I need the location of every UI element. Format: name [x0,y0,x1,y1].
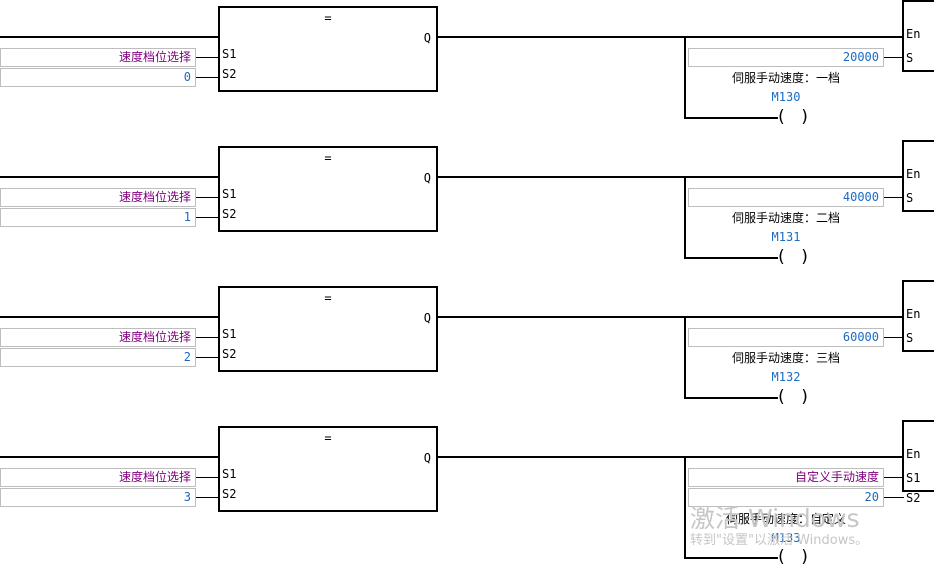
compare-pin-s1-label: S1 [222,467,237,481]
compare-s2-operand[interactable]: 2 [0,348,196,367]
rung-output-wire [438,36,902,38]
rung-output-wire [438,316,902,318]
power-rail-wire [0,176,218,178]
ladder-rung[interactable]: 速度档位选择 0 = Q S1 S2 20000 En S 伺服手动速度：一档 … [0,0,934,140]
move-source-value[interactable]: 40000 [688,188,884,207]
output-coil[interactable]: ( ) [776,246,810,268]
coil-branch-wire [684,117,778,119]
coil-comment: 伺服手动速度：三档 [731,351,840,365]
coil-comment: 伺服手动速度：二档 [731,211,840,225]
compare-operator-label: = [324,431,332,445]
output-coil[interactable]: ( ) [776,386,810,408]
compare-operator-label: = [324,291,332,305]
rung-output-wire [438,176,902,178]
coil-left-paren: ( [776,547,787,567]
compare-s1-operand[interactable]: 速度档位选择 [0,468,196,487]
compare-pin-s1-label: S1 [222,47,237,61]
move-block[interactable] [902,280,934,352]
ladder-rung[interactable]: 速度档位选择 2 = Q S1 S2 60000 En S 伺服手动速度：三档 … [0,280,934,420]
move-s2-wire [884,497,904,498]
move-source-wire [884,57,904,58]
compare-equal-block[interactable]: = Q [218,286,438,372]
coil-right-paren: ) [799,387,810,407]
move-pin-s-label: S [906,51,914,65]
compare-s2-operand[interactable]: 0 [0,68,196,87]
coil-right-paren: ) [799,247,810,267]
coil-branch-wire [684,397,778,399]
compare-s1-operand[interactable]: 速度档位选择 [0,188,196,207]
compare-equal-block[interactable]: = Q [218,6,438,92]
s2-operand-wire [196,77,220,78]
compare-equal-block[interactable]: = Q [218,426,438,512]
move-source-wire [884,337,904,338]
s2-operand-wire [196,497,220,498]
move-block[interactable] [902,420,934,492]
coil-branch-wire [684,257,778,259]
s1-operand-wire [196,57,220,58]
move-pin-en-label: En [906,307,921,321]
move-source-symbol[interactable]: 自定义手动速度 [688,468,884,487]
ladder-rung[interactable]: 速度档位选择 1 = Q S1 S2 40000 En S 伺服手动速度：二档 … [0,140,934,280]
compare-output-pin-label: Q [423,171,431,185]
branch-vertical-wire [684,36,686,118]
coil-left-paren: ( [776,247,787,267]
compare-pin-s2-label: S2 [222,67,237,81]
compare-operator-label: = [324,151,332,165]
move-pin-en-label: En [906,167,921,181]
move-pin-s1-label: S1 [906,471,921,485]
branch-vertical-wire [684,456,686,558]
branch-vertical-wire [684,316,686,398]
output-coil[interactable]: ( ) [776,546,810,568]
output-coil[interactable]: ( ) [776,106,810,128]
coil-address[interactable]: M133 [771,531,801,545]
move-pin-s-label: S [906,191,914,205]
coil-left-paren: ( [776,107,787,127]
coil-address[interactable]: M132 [771,370,801,384]
coil-comment: 伺服手动速度：一档 [731,71,840,85]
move-source-wire [884,197,904,198]
branch-vertical-wire [684,176,686,258]
compare-equal-block[interactable]: = Q [218,146,438,232]
compare-s2-operand[interactable]: 1 [0,208,196,227]
ladder-rung[interactable]: 速度档位选择 3 = Q S1 S2 自定义手动速度 20 En S1 S2 伺… [0,420,934,567]
compare-output-pin-label: Q [423,451,431,465]
compare-pin-s2-label: S2 [222,487,237,501]
power-rail-wire [0,456,218,458]
coil-right-paren: ) [799,547,810,567]
move-block[interactable] [902,140,934,212]
move-pin-s2-label: S2 [906,491,921,505]
s1-operand-wire [196,197,220,198]
power-rail-wire [0,316,218,318]
move-source-value[interactable]: 20 [688,488,884,507]
coil-address[interactable]: M130 [771,90,801,104]
move-pin-en-label: En [906,447,921,461]
coil-right-paren: ) [799,107,810,127]
coil-left-paren: ( [776,387,787,407]
compare-s1-operand[interactable]: 速度档位选择 [0,328,196,347]
compare-pin-s2-label: S2 [222,207,237,221]
compare-output-pin-label: Q [423,311,431,325]
s1-operand-wire [196,477,220,478]
compare-pin-s1-label: S1 [222,327,237,341]
rung-output-wire [438,456,902,458]
power-rail-wire [0,36,218,38]
move-source-value[interactable]: 60000 [688,328,884,347]
coil-address[interactable]: M131 [771,230,801,244]
compare-s2-operand[interactable]: 3 [0,488,196,507]
move-block[interactable] [902,0,934,72]
s1-operand-wire [196,337,220,338]
s2-operand-wire [196,357,220,358]
move-pin-s-label: S [906,331,914,345]
compare-operator-label: = [324,11,332,25]
move-source-value[interactable]: 20000 [688,48,884,67]
compare-s1-operand[interactable]: 速度档位选择 [0,48,196,67]
move-s1-wire [884,477,904,478]
compare-pin-s1-label: S1 [222,187,237,201]
compare-pin-s2-label: S2 [222,347,237,361]
coil-comment: 伺服手动速度：自定义 [725,512,846,526]
coil-branch-wire [684,557,778,559]
s2-operand-wire [196,217,220,218]
compare-output-pin-label: Q [423,31,431,45]
move-pin-en-label: En [906,27,921,41]
